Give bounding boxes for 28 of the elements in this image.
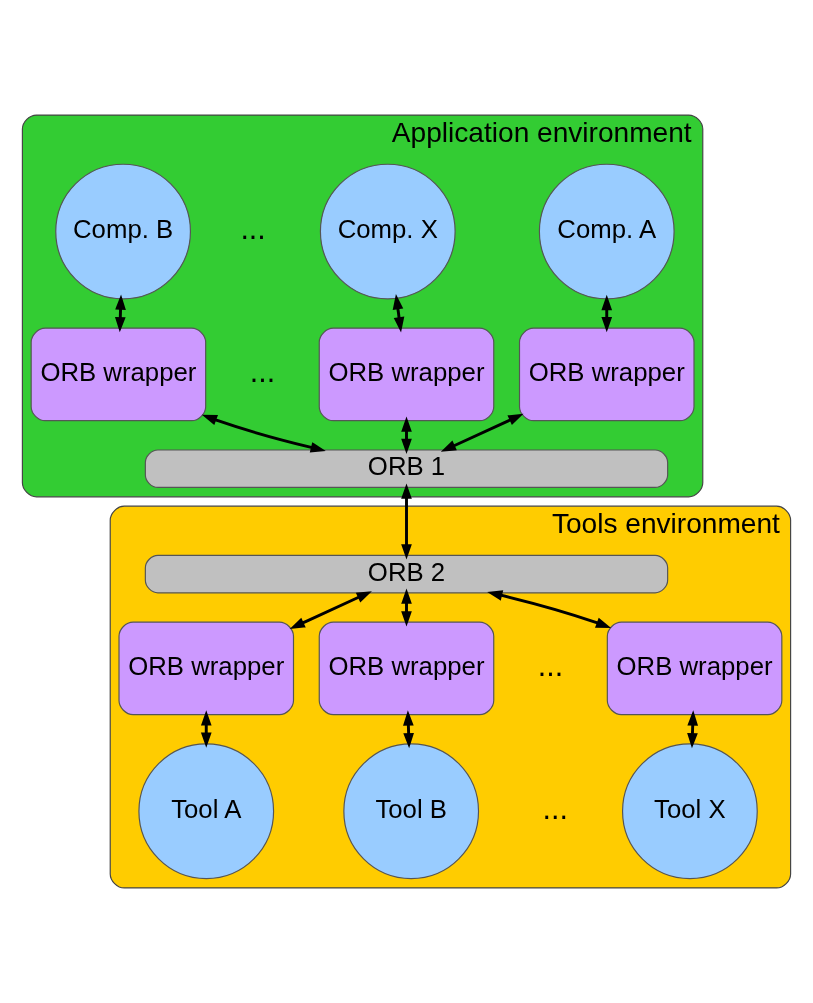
node-circle: Tool B xyxy=(343,743,480,880)
node-circle: Tool A xyxy=(138,743,275,880)
arrow xyxy=(201,414,326,453)
node-box: ORB wrapper xyxy=(518,327,695,422)
label: ... xyxy=(240,210,266,245)
label: ... xyxy=(542,790,568,825)
arrow xyxy=(200,710,212,748)
arrow xyxy=(392,294,405,333)
node-box: ORB 2 xyxy=(144,554,669,594)
arrow xyxy=(487,590,612,629)
node-circle: Tool X xyxy=(621,743,758,880)
label: ... xyxy=(537,647,564,682)
arrow xyxy=(401,483,412,560)
node-box: ORB wrapper xyxy=(118,621,295,716)
arrow xyxy=(401,588,412,627)
label: ... xyxy=(249,353,276,388)
node-box: ORB wrapper xyxy=(30,327,207,422)
node-box: ORB wrapper xyxy=(318,327,495,422)
node-circle: Comp. X xyxy=(319,163,456,300)
node-box: ORB 1 xyxy=(144,449,669,489)
node-box: ORB wrapper xyxy=(606,621,783,716)
node-circle: Comp. B xyxy=(55,163,192,300)
arrow xyxy=(440,413,524,452)
arrow xyxy=(401,416,412,454)
arrow xyxy=(289,591,372,629)
node-box: ORB wrapper xyxy=(318,621,495,716)
arrow xyxy=(601,294,613,333)
node-circle: Comp. A xyxy=(538,163,675,300)
